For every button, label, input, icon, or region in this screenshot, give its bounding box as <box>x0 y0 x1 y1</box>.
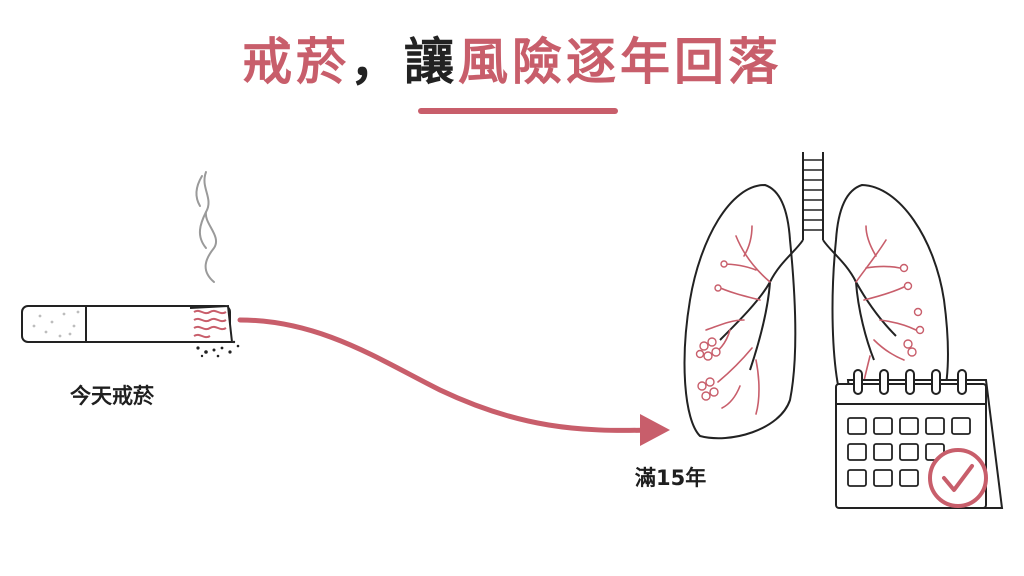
arrow-icon <box>237 317 670 446</box>
calendar-icon <box>835 369 1004 509</box>
title-part-2: ，讓 <box>350 33 458 91</box>
title-part-1: 戒菸 <box>242 33 350 91</box>
title-part-3: 風險逐年回落 <box>458 33 782 91</box>
lungs-icon <box>683 152 949 440</box>
smoke-icon <box>195 171 217 283</box>
end-label: 滿15年 <box>635 466 707 490</box>
cigarette-icon <box>21 304 240 358</box>
start-label: 今天戒菸 <box>70 384 154 408</box>
title-underline <box>418 108 618 114</box>
page-title: 戒菸，讓風險逐年回落 <box>0 30 1024 94</box>
checkmark-icon <box>928 448 988 508</box>
